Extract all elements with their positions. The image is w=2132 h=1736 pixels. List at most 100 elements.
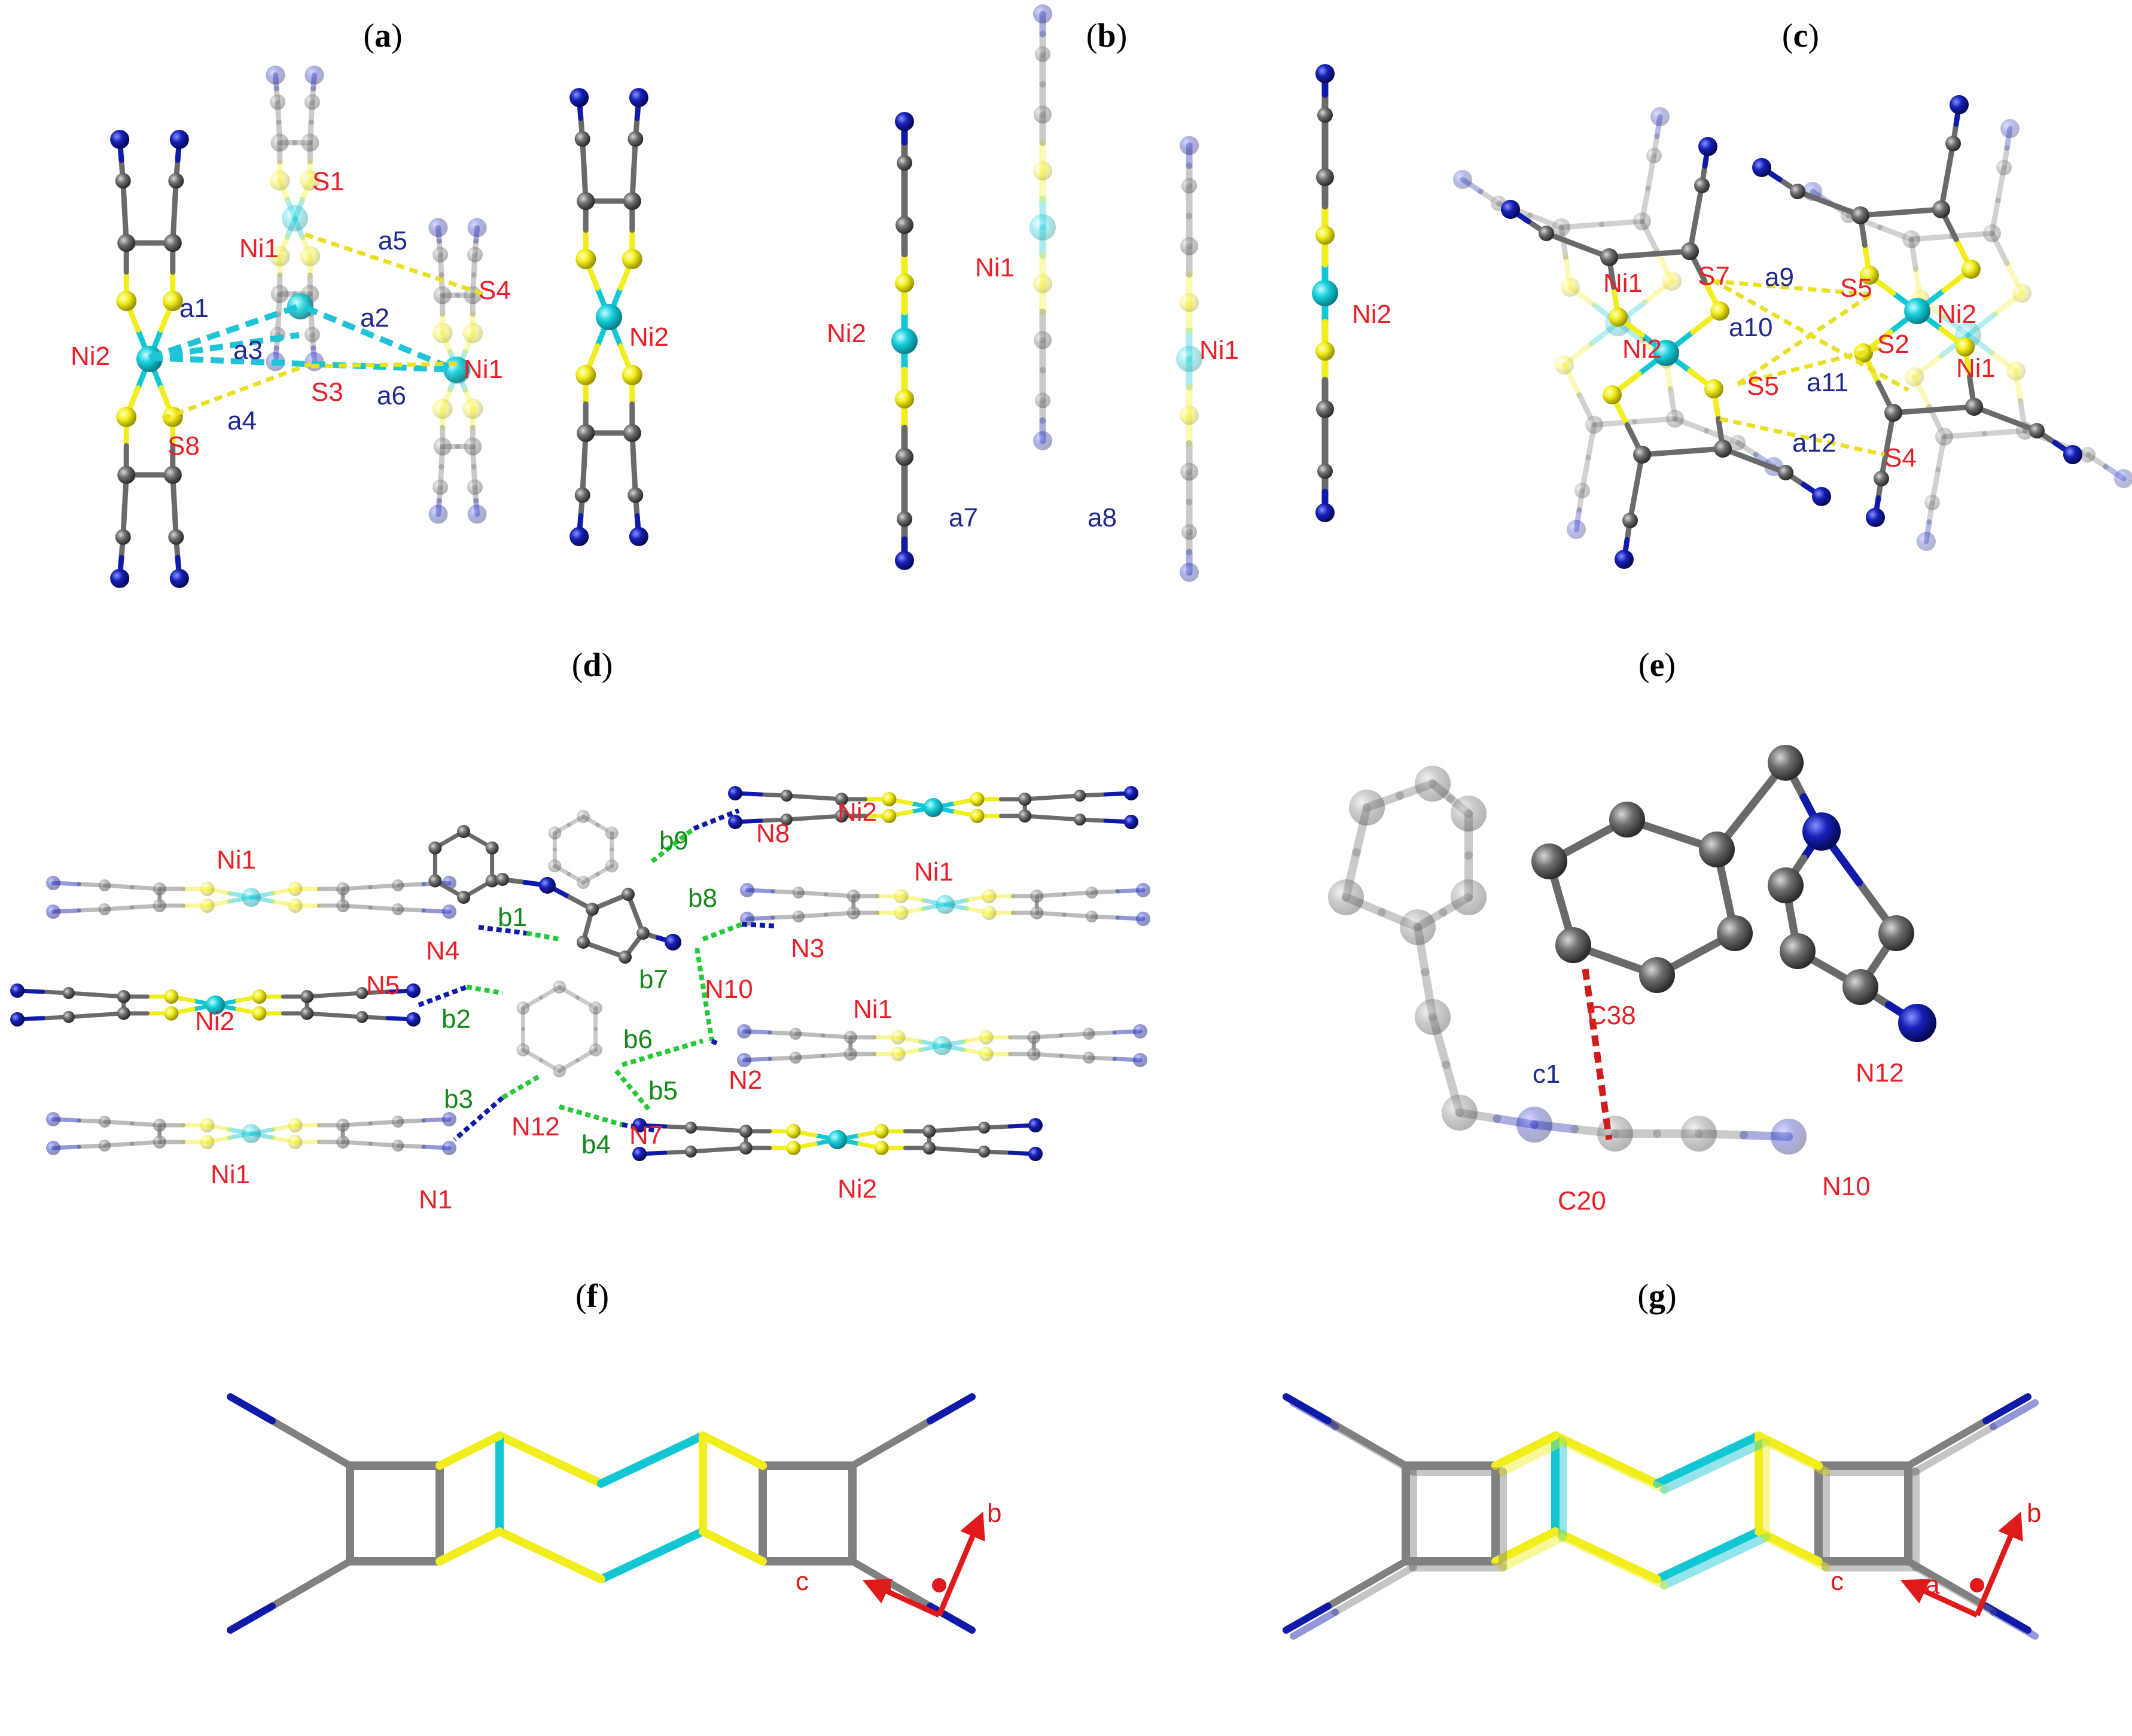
- sulfur-atom: [1962, 260, 1981, 279]
- carbon-atom: [1316, 400, 1334, 418]
- carbon-atom: [553, 1064, 566, 1077]
- stick-bond: [1982, 1393, 2032, 1424]
- carbon-atom: [1531, 843, 1567, 879]
- nickel-atom: [242, 888, 261, 907]
- label-n2: N2: [729, 1065, 762, 1095]
- label-ni1-3: Ni1: [853, 995, 893, 1024]
- sulfur-atom: [891, 1030, 906, 1044]
- nitrogen-atom: [428, 218, 448, 237]
- label-s5-top: S5: [1840, 273, 1872, 303]
- label-b9: b9: [659, 826, 689, 855]
- panel-e-title: (e): [1638, 647, 1676, 684]
- carbon-atom: [574, 487, 590, 503]
- label-a1: a1: [179, 294, 209, 323]
- stick-bond: [1762, 1437, 1830, 1476]
- sulfur-atom: [462, 322, 483, 343]
- carbon-atom: [1034, 105, 1052, 124]
- sulfur-atom: [1555, 355, 1574, 374]
- nitrogen-atom: [737, 1053, 752, 1067]
- sulfur-atom: [200, 1118, 215, 1132]
- label-n12: N12: [511, 1112, 560, 1141]
- label-ni1-2: Ni1: [914, 857, 954, 887]
- carbon-atom: [98, 1140, 111, 1152]
- nickel-atom: [1653, 340, 1679, 366]
- nitrogen-atom: [1812, 487, 1831, 506]
- carbon-atom: [574, 131, 590, 147]
- carbon-atom: [1400, 909, 1436, 945]
- sulfur-atom: [1956, 337, 1975, 357]
- sulfur-atom: [269, 246, 290, 267]
- carbon-atom: [1768, 745, 1804, 781]
- carbon-atom: [834, 809, 848, 823]
- axis-b-arrow: [936, 1511, 985, 1616]
- carbon-atom: [433, 246, 449, 263]
- nitrogen-atom: [1135, 912, 1150, 926]
- carbon-atom: [1180, 462, 1198, 481]
- label-b8: b8: [688, 884, 717, 913]
- hydrogen-bond: [478, 925, 527, 936]
- stick-bond: [699, 1432, 767, 1470]
- stick-bond: [1491, 1432, 1560, 1470]
- carbon-atom: [780, 790, 793, 802]
- nickel-atom: [1312, 280, 1338, 306]
- label-axis-a: a: [1925, 1570, 1940, 1600]
- carbon-atom: [922, 1141, 936, 1155]
- carbon-atom: [168, 529, 184, 545]
- sulfur-atom: [882, 809, 897, 823]
- panel-e-structure: [1328, 745, 1936, 1155]
- label-n10: N10: [1822, 1172, 1871, 1201]
- nitrogen-atom: [406, 983, 421, 998]
- carbon-atom: [98, 903, 111, 915]
- nitrogen-atom: [406, 1012, 421, 1027]
- contact-line: [304, 232, 486, 297]
- carbon-atom: [270, 285, 289, 303]
- stick-bond: [1290, 1609, 1339, 1640]
- carbon-atom: [1349, 790, 1385, 826]
- carbon-atom: [1074, 814, 1086, 826]
- carbon-atom: [336, 1135, 350, 1149]
- carbon-atom: [586, 903, 599, 916]
- carbon-atom: [548, 826, 562, 840]
- nitrogen-atom: [1028, 1147, 1043, 1161]
- hydrogen-bond: [614, 1069, 651, 1111]
- label-b4: b4: [581, 1130, 611, 1159]
- carbon-atom: [577, 876, 590, 889]
- stick-bond: [927, 1393, 976, 1424]
- nitrogen-atom: [1315, 502, 1335, 522]
- label-ni2-1: Ni2: [837, 797, 877, 827]
- carbon-atom: [623, 192, 641, 211]
- stick-bond: [435, 1527, 504, 1566]
- nitrogen-atom: [539, 877, 556, 894]
- label-axis-a: a: [878, 1570, 893, 1600]
- panel-g-structure: [1283, 1393, 2039, 1640]
- label-ni2-left: Ni2: [71, 342, 110, 371]
- stick-bond: [1755, 1432, 1823, 1470]
- nitrogen-atom: [1180, 562, 1199, 582]
- carbon-atom: [392, 1140, 404, 1152]
- carbon-atom: [1851, 206, 1869, 224]
- carbon-atom: [1074, 790, 1086, 802]
- label-a8: a8: [1088, 503, 1117, 532]
- carbon-atom: [605, 859, 619, 873]
- carbon-atom: [433, 286, 452, 304]
- sulfur-atom: [891, 1047, 906, 1061]
- stick-bond: [1558, 1533, 1668, 1589]
- carbon-atom: [1633, 446, 1651, 464]
- carbon-atom: [117, 234, 136, 252]
- carbon-atom: [1415, 999, 1451, 1035]
- sulfur-atom: [970, 792, 985, 806]
- nitrogen-atom: [441, 1141, 456, 1155]
- label-b7: b7: [639, 965, 668, 994]
- carbon-atom: [1884, 404, 1902, 422]
- carbon-atom: [2029, 423, 2045, 438]
- sulfur-atom: [1710, 301, 1729, 321]
- carbon-atom: [1622, 513, 1638, 528]
- label-a5: a5: [378, 226, 407, 255]
- nitrogen-atom: [629, 526, 648, 546]
- nitrogen-atom: [629, 88, 648, 108]
- stick-bond: [927, 1603, 976, 1634]
- sulfur-atom: [1180, 293, 1199, 312]
- nitrogen-atom: [110, 130, 130, 150]
- carbon-atom: [1633, 212, 1651, 230]
- carbon-atom: [1730, 435, 1746, 450]
